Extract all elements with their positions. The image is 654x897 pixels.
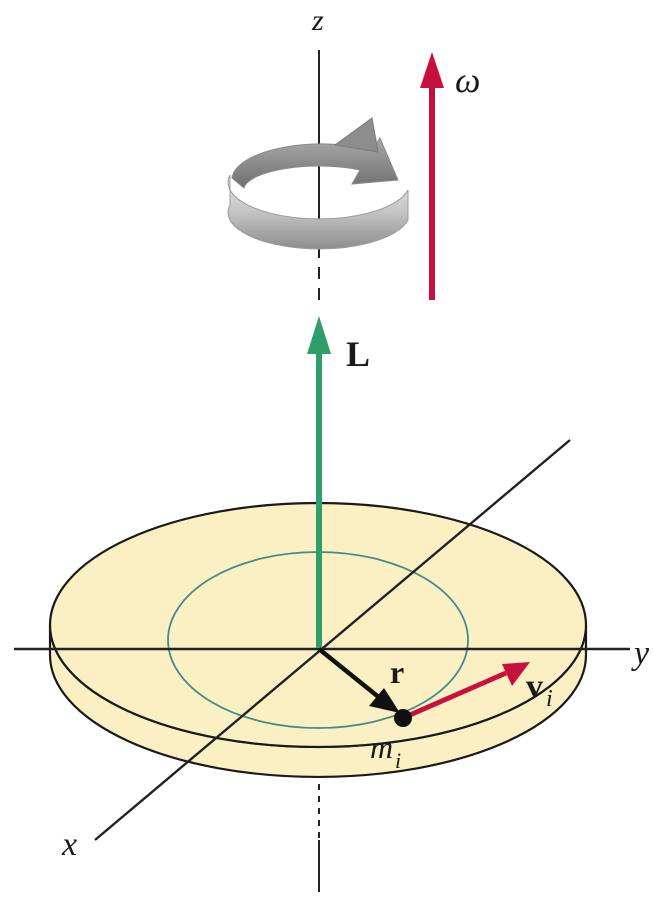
angular-momentum-arrow [307,316,331,648]
velocity-label-subscript: i [546,686,553,712]
omega-arrow [420,52,444,300]
x-axis [94,439,571,841]
mass-label-main: m [370,729,393,765]
radius-vector-arrow [317,647,400,713]
radius-vector-label: r [390,654,404,690]
y-axis-label: y [631,635,650,672]
z-axis-label: z [311,4,324,37]
omega-label: ω [455,60,480,100]
velocity-label-main: v [526,668,543,705]
angular-momentum-label: L [346,334,370,374]
velocity-arrow [401,662,530,721]
mass-label-subscript: i [395,748,401,773]
curved-rotation-arrow-icon [227,117,409,250]
mass-label: m i [370,729,401,773]
particle-mass-point [394,709,412,727]
velocity-label: v i [526,668,553,712]
x-axis-label: x [61,826,77,863]
